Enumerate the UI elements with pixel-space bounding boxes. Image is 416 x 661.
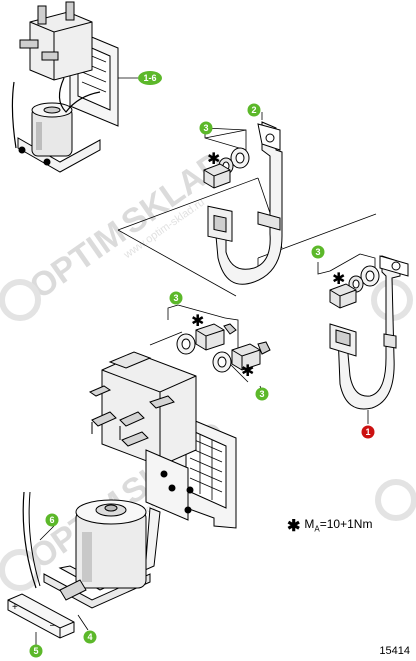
plus-symbol: + <box>12 602 18 613</box>
torque-specification: ✱MA=10+1Nm <box>287 516 372 536</box>
callout-3-right: 3 <box>311 245 325 259</box>
part-1-strap <box>329 255 409 410</box>
figure-number: 15414 <box>379 645 410 657</box>
callout-3-lower: 3 <box>255 387 269 401</box>
callout-1-label: 1 <box>365 427 370 437</box>
main-contactor-assembly <box>88 351 237 529</box>
torque-stars: ✱ ✱ ✱ ✱ <box>191 149 345 380</box>
callout-3-upper-label: 3 <box>203 123 208 133</box>
callout-1: 1 <box>361 425 375 439</box>
callout-1-6-label: 1-6 <box>143 73 156 83</box>
callout-3-upper: 3 <box>199 121 213 135</box>
callout-3-mid-label: 3 <box>173 293 178 303</box>
star-mid-right: ✱ <box>241 361 254 380</box>
callout-3-lower-label: 3 <box>259 389 264 399</box>
leader-lines <box>35 77 377 645</box>
callout-5: 5 <box>29 644 43 658</box>
star-upper: ✱ <box>207 149 220 168</box>
callout-1-6-bubble <box>138 71 162 85</box>
solenoid-coil-and-base <box>22 491 161 609</box>
middle-washers-and-bolts <box>176 323 271 373</box>
inset-assembly <box>11 1 119 173</box>
callout-2: 2 <box>247 103 261 117</box>
callout-6-label: 6 <box>49 515 54 525</box>
callout-group: 1-6 2 3 3 3 3 1 6 <box>29 71 375 658</box>
callout-3-mid: 3 <box>169 291 183 305</box>
part-2-strap <box>207 121 283 285</box>
callout-2-label: 2 <box>251 105 256 115</box>
callout-4-label: 4 <box>87 632 92 642</box>
callout-5-label: 5 <box>33 646 38 656</box>
right-washers-and-nut <box>329 265 380 309</box>
callout-3-right-label: 3 <box>315 247 320 257</box>
torque-symbol: M <box>304 517 315 531</box>
part-5-terminal-cover: + – <box>7 593 75 639</box>
callout-6: 6 <box>45 513 59 527</box>
torque-star: ✱ <box>287 518 301 535</box>
torque-subscript: A <box>314 524 320 534</box>
callout-1-6: 1-6 <box>138 71 162 85</box>
star-right: ✱ <box>332 269 345 288</box>
minus-symbol: – <box>50 620 56 631</box>
torque-value: =10+1Nm <box>319 517 373 531</box>
callout-4: 4 <box>83 630 97 644</box>
upper-washers-and-nut <box>203 147 250 189</box>
star-mid-left: ✱ <box>191 311 204 330</box>
